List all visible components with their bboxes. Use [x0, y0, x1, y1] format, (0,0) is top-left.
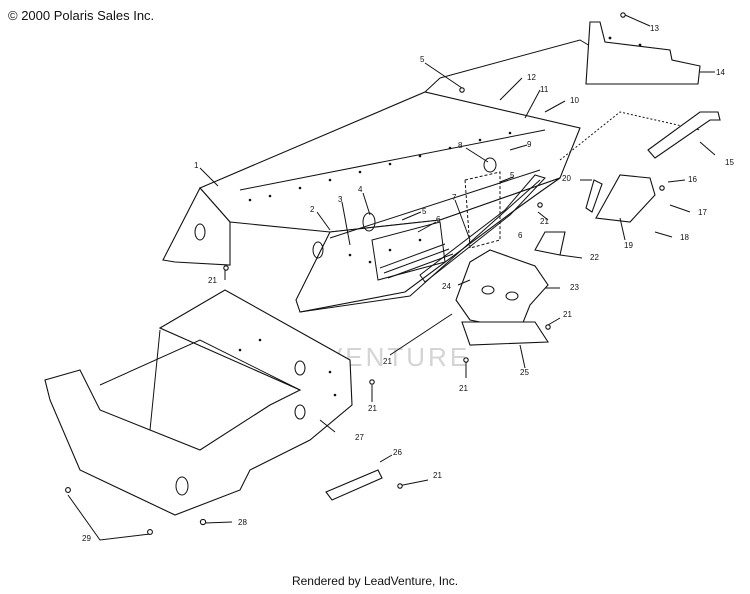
- callout-14: 14: [716, 68, 725, 77]
- snowflap: [585, 21, 701, 85]
- callout-21d: 21: [383, 357, 392, 366]
- callout-1: 1: [194, 161, 199, 170]
- tunnel-body: [162, 91, 581, 313]
- callout-11: 11: [540, 85, 549, 94]
- callout-2: 2: [310, 205, 315, 214]
- rear-bumper: [647, 111, 721, 159]
- callout-20: 20: [562, 174, 571, 183]
- rail-7: [419, 174, 546, 283]
- callout-9: 9: [527, 140, 532, 149]
- callout-10: 10: [570, 96, 579, 105]
- small-bracket: [325, 469, 383, 501]
- copyright-text: © 2000 Polaris Sales Inc.: [8, 8, 155, 23]
- callout-22: 22: [590, 253, 599, 262]
- callout-4: 4: [358, 185, 363, 194]
- callout-21e: 21: [459, 384, 468, 393]
- bracket-plate: [585, 179, 603, 213]
- callout-21a: 21: [540, 217, 549, 226]
- callout-7: 7: [452, 193, 457, 202]
- callout-12: 12: [527, 73, 536, 82]
- callout-6b: 6: [518, 231, 523, 240]
- callout-18: 18: [680, 233, 689, 242]
- hitch-bracket: [595, 174, 656, 223]
- callout-21b: 21: [208, 276, 217, 285]
- callout-26: 26: [393, 448, 402, 457]
- callout-19: 19: [624, 241, 633, 250]
- callout-8: 8: [458, 141, 463, 150]
- rendered-by-footer: Rendered by LeadVenture, Inc.: [291, 574, 459, 588]
- leader-lines: [67, 14, 716, 541]
- tunnel-rear-frame: [424, 39, 601, 93]
- callout-16: 16: [688, 175, 697, 184]
- callout-6a: 6: [436, 215, 441, 224]
- callout-17: 17: [698, 208, 707, 217]
- step-pad: [534, 231, 566, 256]
- callout-27: 27: [355, 433, 364, 442]
- heat-exchanger: [455, 249, 549, 331]
- callout-15: 15: [725, 158, 734, 167]
- lower-plate: [461, 321, 549, 346]
- callout-5c: 5: [510, 171, 515, 180]
- callout-3: 3: [338, 195, 343, 204]
- callout-25: 25: [520, 368, 529, 377]
- callout-21g: 21: [433, 471, 442, 480]
- front-chassis: [44, 289, 353, 516]
- callout-5b: 5: [422, 207, 427, 216]
- vent-slots: [379, 243, 454, 279]
- callout-13: 13: [650, 24, 659, 33]
- callout-labels: 1 2 3 4 5 5 5 6 6 7 8 9 10 11 12 13 14 1…: [82, 24, 734, 543]
- callout-28: 28: [238, 518, 247, 527]
- callout-24: 24: [442, 282, 451, 291]
- callout-21c: 21: [563, 310, 572, 319]
- callout-5a: 5: [420, 55, 425, 64]
- fasteners: [65, 12, 665, 535]
- callout-21f: 21: [368, 404, 377, 413]
- callout-23: 23: [570, 283, 579, 292]
- callout-29: 29: [82, 534, 91, 543]
